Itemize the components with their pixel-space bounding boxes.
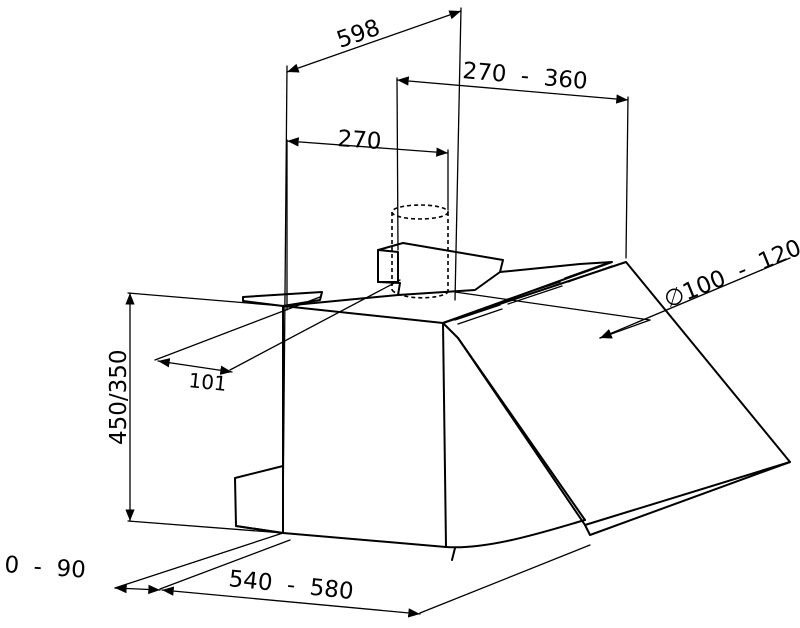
- dim-height: 450/350: [106, 349, 132, 445]
- duct-outline: [391, 204, 449, 299]
- dim-outlet-diameter: ∅100 - 120: [661, 235, 800, 314]
- dim-wall-gap: 0 - 90: [4, 552, 87, 584]
- dimension-lines: [114, 10, 791, 618]
- extension-lines: [114, 7, 651, 614]
- dim-side-offset: 101: [187, 368, 227, 396]
- dim-duct-offset: 270: [337, 126, 383, 155]
- dim-top-width: 598: [333, 15, 383, 54]
- dim-depth: 540 - 580: [227, 566, 354, 605]
- dim-duct-range: 270 - 360: [461, 58, 588, 95]
